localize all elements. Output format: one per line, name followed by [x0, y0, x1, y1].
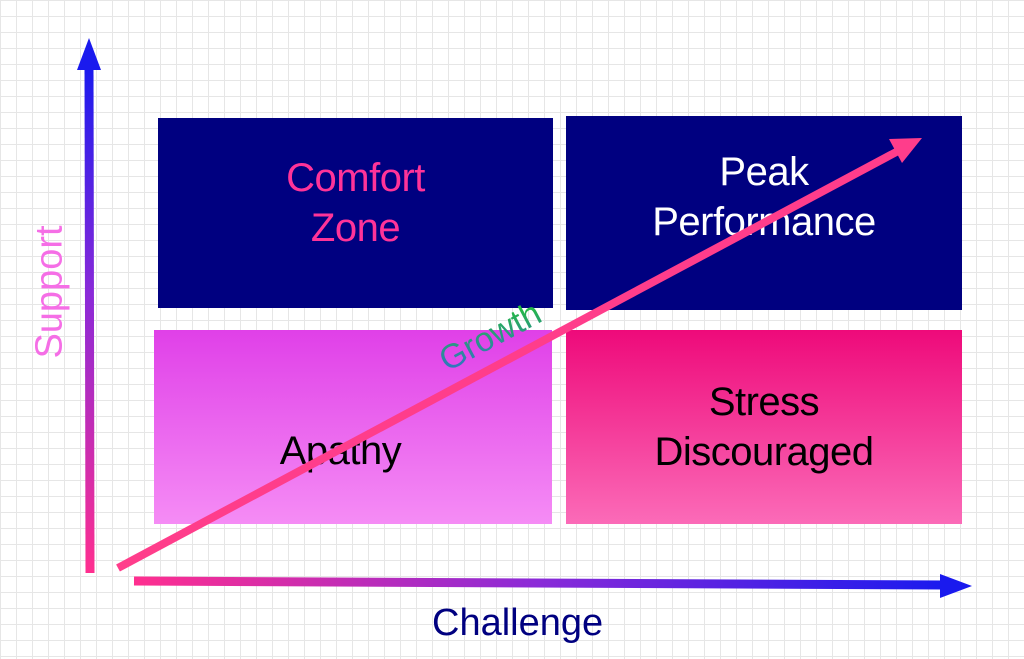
quadrant-apathy: Apathy [154, 330, 552, 524]
quadrant-comfort-zone: Comfort Zone [158, 118, 553, 308]
stress-line1: Stress [708, 380, 820, 424]
y-axis-arrow [77, 38, 101, 574]
comfort-zone-line1: Comfort [286, 156, 425, 200]
stress-line2: Discouraged [654, 430, 874, 474]
x-axis-label: Challenge [432, 602, 604, 644]
peak-performance-line1: Peak [719, 149, 809, 194]
growth-arrow [116, 138, 922, 572]
x-axis-arrow [133, 574, 972, 598]
quadrant-stress-discouraged: Stress Discouraged [566, 330, 962, 524]
comfort-zone-line2: Zone [310, 206, 401, 250]
y-axis-label: Support [28, 225, 71, 359]
